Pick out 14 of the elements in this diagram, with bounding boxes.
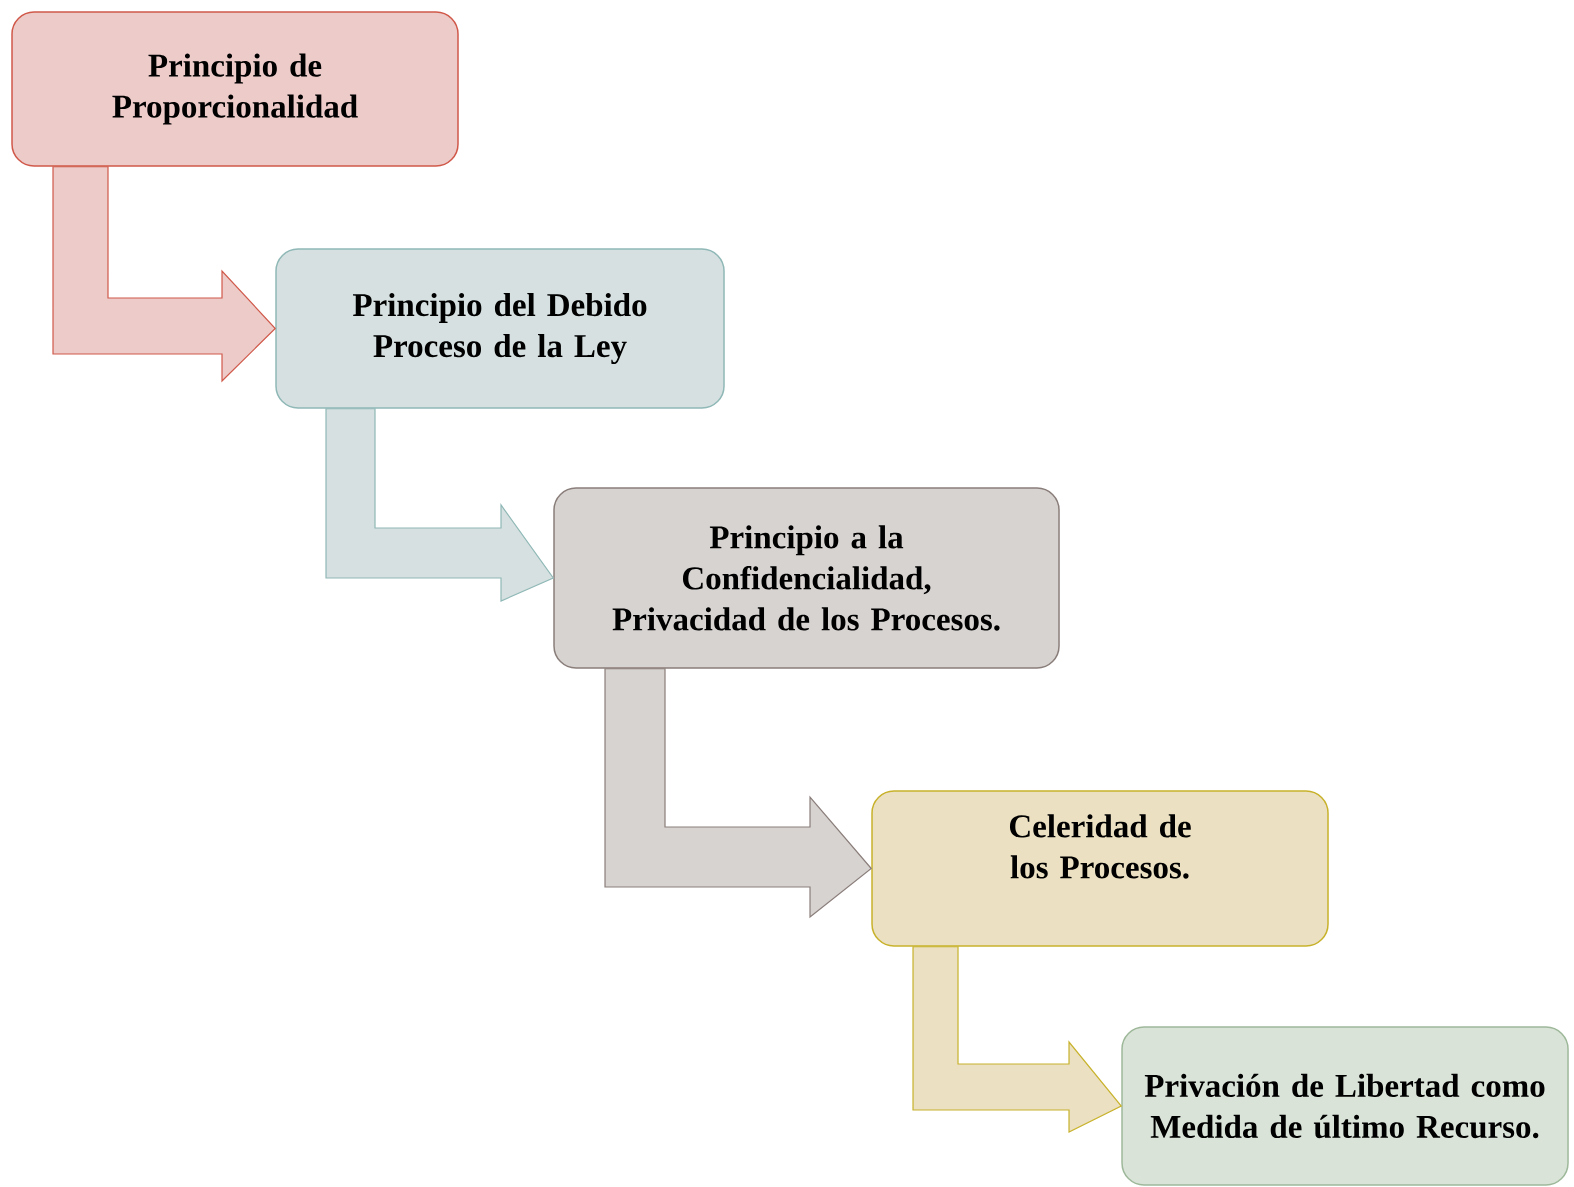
process-box [275,248,725,409]
box-label: Privación de Libertad como Medida de último Recurso. [1144,1073,1545,1139]
process-box [11,11,459,167]
process-box [553,487,1060,669]
bent-arrow [604,668,873,919]
bent-arrow [912,946,1123,1133]
bent-arrow [325,408,555,602]
box-label: Celeridad de los Procesos. [1009,814,1191,879]
box-label: Principio a la Confidencialidad, Privacidad de los Procesos. [612,525,1000,631]
box-label: Principio del Debido Proceso de la Ley [353,293,647,364]
bent-arrow [52,166,277,383]
process-box [871,790,1329,947]
process-box [1121,1026,1569,1186]
box-label: Principio de Proporcionalidad [112,53,358,125]
